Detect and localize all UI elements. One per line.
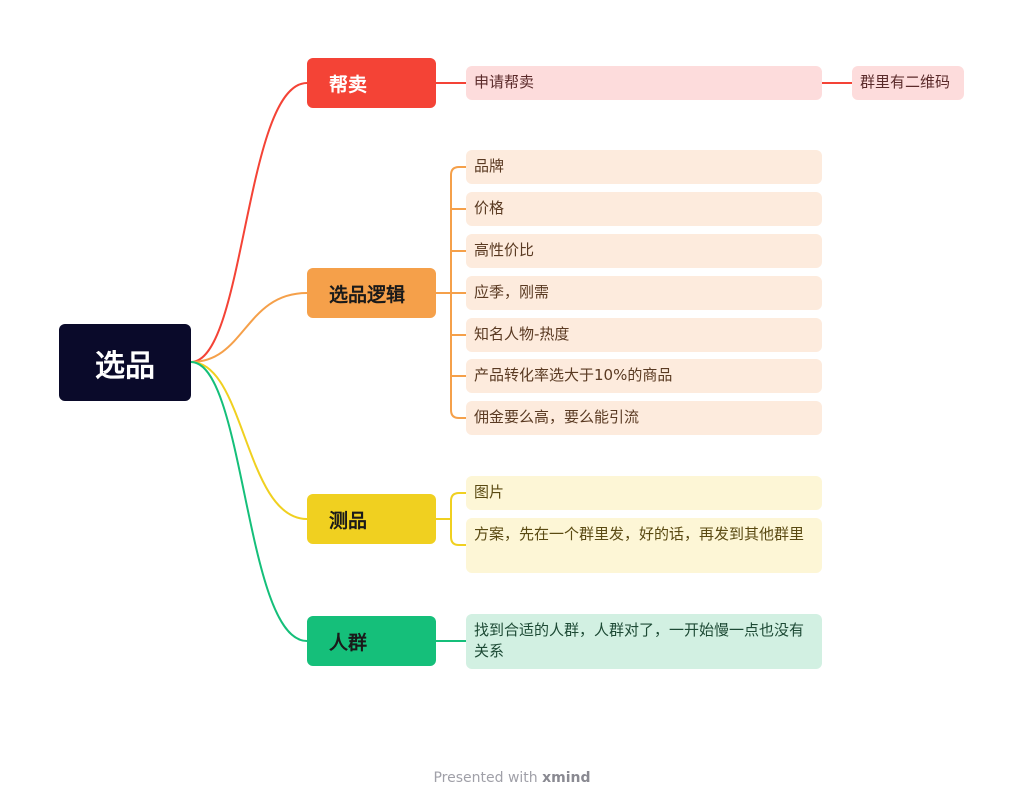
footer: Presented with xmind xyxy=(0,770,1024,786)
subtopic-find-audience[interactable]: 找到合适的人群，人群对了，一开始慢一点也没有关系 xyxy=(466,614,822,669)
subtopic-label: 产品转化率选大于10%的商品 xyxy=(474,366,673,384)
subtopic-qr-code[interactable]: 群里有二维码 xyxy=(852,66,964,100)
subtopic-image[interactable]: 图片 xyxy=(466,476,822,510)
footer-prefix: Presented with xyxy=(433,770,538,786)
subtopic-label: 高性价比 xyxy=(474,241,535,259)
subtopic-label: 方案，先在一个群里发，好的话，再发到其他群里 xyxy=(474,525,805,543)
root-topic[interactable]: 选品 xyxy=(59,324,191,401)
subtopic-seasonal[interactable]: 应季，刚需 xyxy=(466,276,822,310)
subtopic-label: 价格 xyxy=(474,199,505,217)
topic-audience[interactable]: 人群 xyxy=(307,616,436,666)
root-topic-label: 选品 xyxy=(95,348,155,384)
subtopic-label: 图片 xyxy=(474,483,505,501)
topic-label: 选品逻辑 xyxy=(329,283,406,306)
subtopic-label: 找到合适的人群，人群对了，一开始慢一点也没有关系 xyxy=(474,621,805,660)
xmind-logo: xmind xyxy=(542,770,591,786)
subtopic-celebrity[interactable]: 知名人物-热度 xyxy=(466,318,822,352)
subtopic-apply-bangmai[interactable]: 申请帮卖 xyxy=(466,66,822,100)
subtopic-label: 佣金要么高，要么能引流 xyxy=(474,408,640,426)
topic-test-product[interactable]: 测品 xyxy=(307,494,436,544)
subtopic-label: 知名人物-热度 xyxy=(474,325,570,343)
subtopic-plan[interactable]: 方案，先在一个群里发，好的话，再发到其他群里 xyxy=(466,518,822,573)
subtopic-label: 应季，刚需 xyxy=(474,283,550,301)
subtopic-price[interactable]: 价格 xyxy=(466,192,822,226)
topic-label: 帮卖 xyxy=(329,73,368,96)
subtopic-conversion[interactable]: 产品转化率选大于10%的商品 xyxy=(466,359,822,393)
subtopic-brand[interactable]: 品牌 xyxy=(466,150,822,184)
subtopic-label: 申请帮卖 xyxy=(474,73,535,91)
subtopic-label: 品牌 xyxy=(474,157,505,175)
topic-label: 测品 xyxy=(329,509,368,532)
subtopic-commission[interactable]: 佣金要么高，要么能引流 xyxy=(466,401,822,435)
topic-selection-logic[interactable]: 选品逻辑 xyxy=(307,268,436,318)
subtopic-label: 群里有二维码 xyxy=(860,73,951,91)
subtopic-value[interactable]: 高性价比 xyxy=(466,234,822,268)
topic-label: 人群 xyxy=(329,631,368,654)
topic-bangmai[interactable]: 帮卖 xyxy=(307,58,436,108)
